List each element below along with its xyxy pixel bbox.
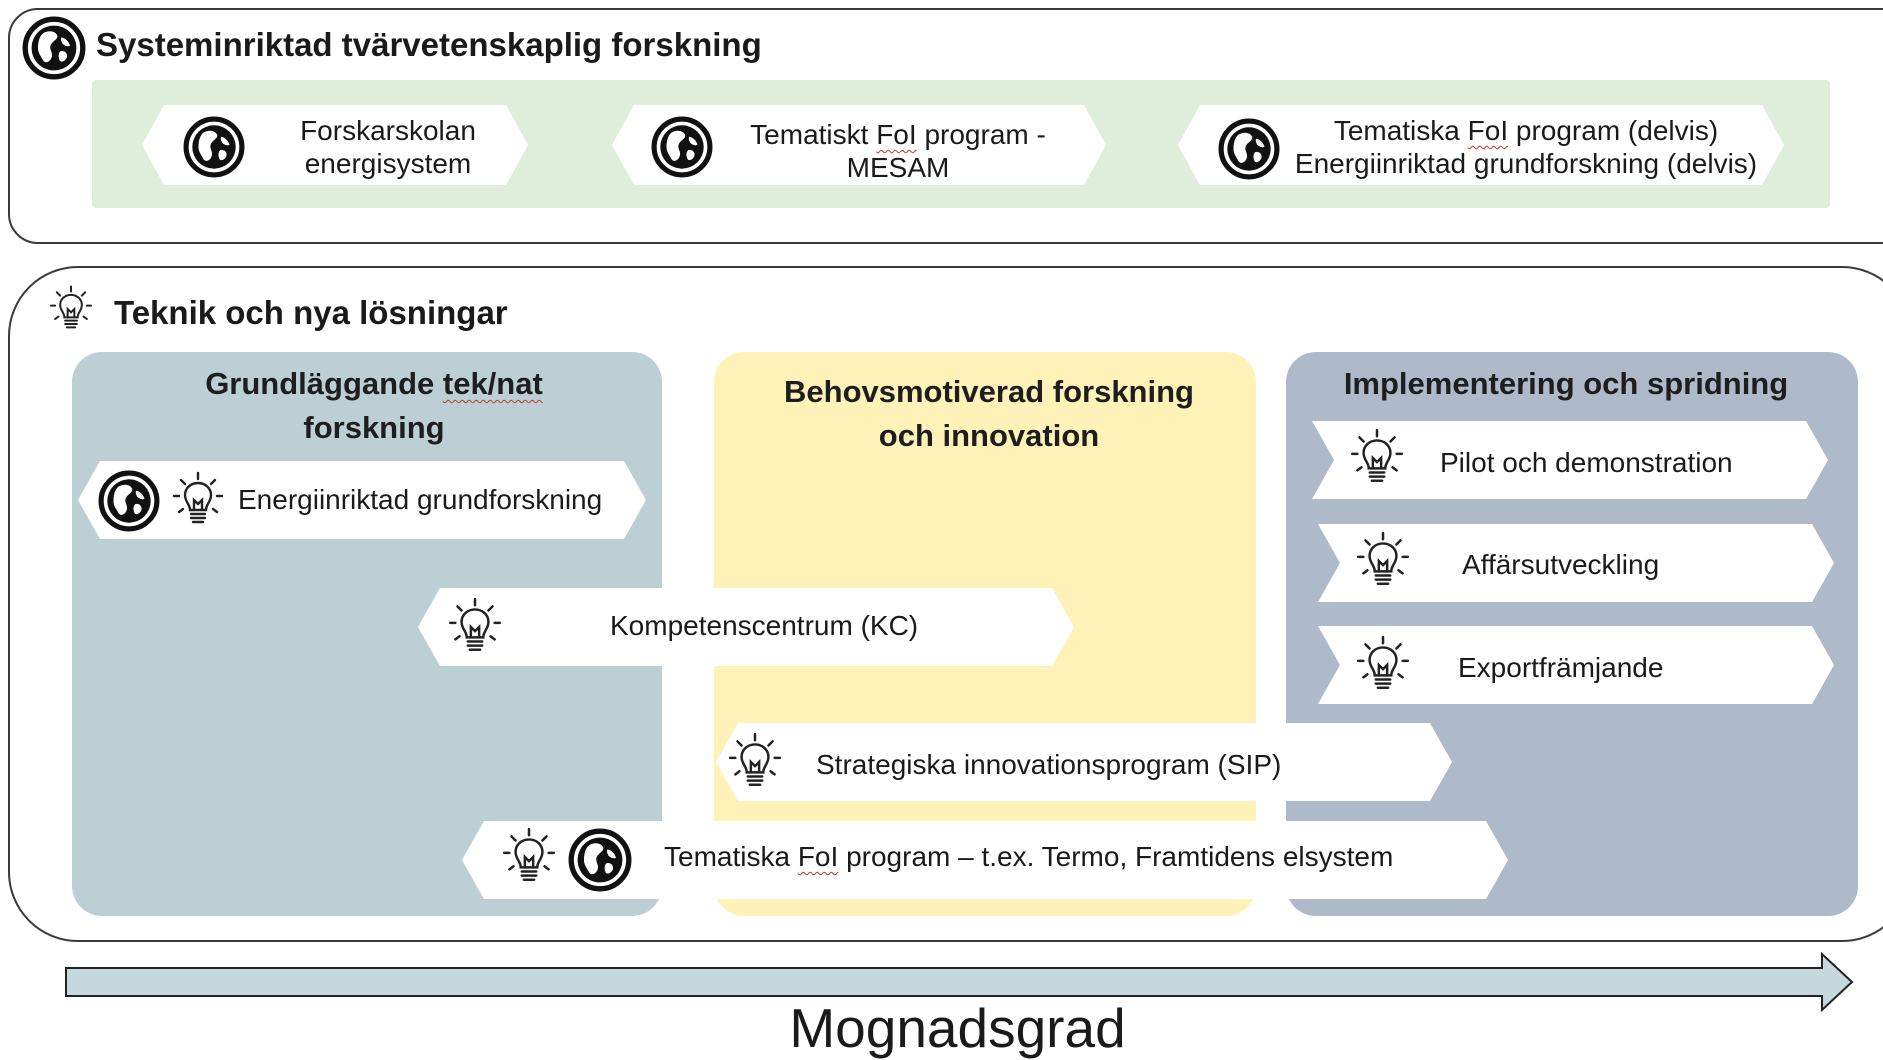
systems-section-title: Systeminriktad tvärvetenskaplig forsknin… (96, 26, 762, 63)
column-basic-title-teknat: tek/nat (442, 366, 543, 401)
export-label: Exportfrämjande (1458, 652, 1664, 683)
chevron-export (1318, 626, 1834, 704)
column-impl-title-text: Implementering och spridning (1343, 366, 1789, 401)
mesam-label: Tematiskt FoI program - MESAM (730, 118, 1066, 184)
lightbulb-icon (1352, 634, 1414, 696)
technology-section-title: Teknik och nya lösningar (114, 294, 508, 331)
energy-basic-label: Energiinriktad grundforskning (238, 484, 603, 515)
forskarskolan-line1: Forskarskolan (300, 115, 476, 146)
chevron-thematic-examples (462, 821, 1508, 899)
column-basic-title-line1: Grundläggande tek/nat (72, 362, 676, 406)
lightbulb-icon (46, 284, 96, 334)
column-basic-title: Grundläggande tek/nat forskning (72, 362, 676, 450)
globe-icon (651, 116, 713, 178)
thematic-examples-foi: FoI (797, 841, 839, 872)
forskarskolan-label: Forskarskolan energisystem (270, 114, 506, 180)
thematic-partial-line1-pre: Tematiska (1333, 115, 1468, 146)
kc-label: Kompetenscentrum (KC) (610, 610, 919, 641)
forskarskolan-line2: energisystem (304, 148, 472, 179)
column-needs-title: Behovsmotiverad forskning och innovation (714, 370, 1264, 458)
thematic-partial-line2: Energiinriktad grundforskning (delvis) (1294, 148, 1758, 179)
thematic-examples-post: program – t.ex. Termo, Framtidens elsyst… (838, 841, 1394, 872)
globe-icon (568, 828, 632, 892)
globe-icon (183, 116, 245, 178)
chevron-sip (716, 723, 1452, 801)
globe-icon (1218, 118, 1280, 180)
lightbulb-icon (168, 470, 228, 530)
column-needs-title-line1: Behovsmotiverad forskning (784, 374, 1194, 409)
lightbulb-icon (1346, 427, 1408, 489)
lightbulb-icon (444, 596, 506, 658)
mesam-line1-foi: FoI (876, 119, 917, 150)
lightbulb-icon (1352, 530, 1414, 592)
chevron-business (1318, 524, 1834, 602)
pilot-label: Pilot och demonstration (1440, 447, 1733, 478)
column-basic-title-pre: Grundläggande (205, 366, 443, 401)
thematic-partial-label: Tematiska FoI program (delvis) Energiinr… (1288, 114, 1764, 180)
column-basic-title-line2: forskning (303, 410, 445, 445)
lightbulb-icon (724, 731, 786, 793)
chevron-kc (418, 588, 1074, 666)
globe-icon (22, 16, 86, 80)
mesam-line2: MESAM (846, 152, 950, 183)
thematic-partial-line1-foi: FoI (1467, 115, 1509, 146)
thematic-partial-line1: Tematiska FoI program (delvis) (1288, 114, 1764, 147)
thematic-partial-line1-post: program (delvis) (1508, 115, 1719, 146)
thematic-examples-pre: Tematiska (664, 841, 798, 872)
thematic-examples-label: Tematiska FoI program – t.ex. Termo, Fra… (664, 840, 1393, 873)
mesam-line1-pre: Tematiskt (750, 119, 877, 150)
globe-icon (98, 470, 160, 532)
maturity-arrow-shape (65, 951, 1854, 1013)
maturity-axis-label: Mognadsgrad (789, 997, 1126, 1059)
business-label: Affärsutveckling (1462, 549, 1660, 580)
column-needs-title-line2: och innovation (878, 418, 1100, 453)
mesam-line1: Tematiskt FoI program - (730, 118, 1066, 151)
maturity-arrow (65, 951, 1854, 1013)
column-impl-title: Implementering och spridning (1286, 362, 1846, 406)
chevron-energy-basic (78, 461, 646, 539)
lightbulb-icon (498, 826, 560, 888)
chevron-pilot (1312, 421, 1828, 499)
mesam-line1-post: program - (916, 119, 1046, 150)
sip-label: Strategiska innovationsprogram (SIP) (816, 749, 1282, 780)
